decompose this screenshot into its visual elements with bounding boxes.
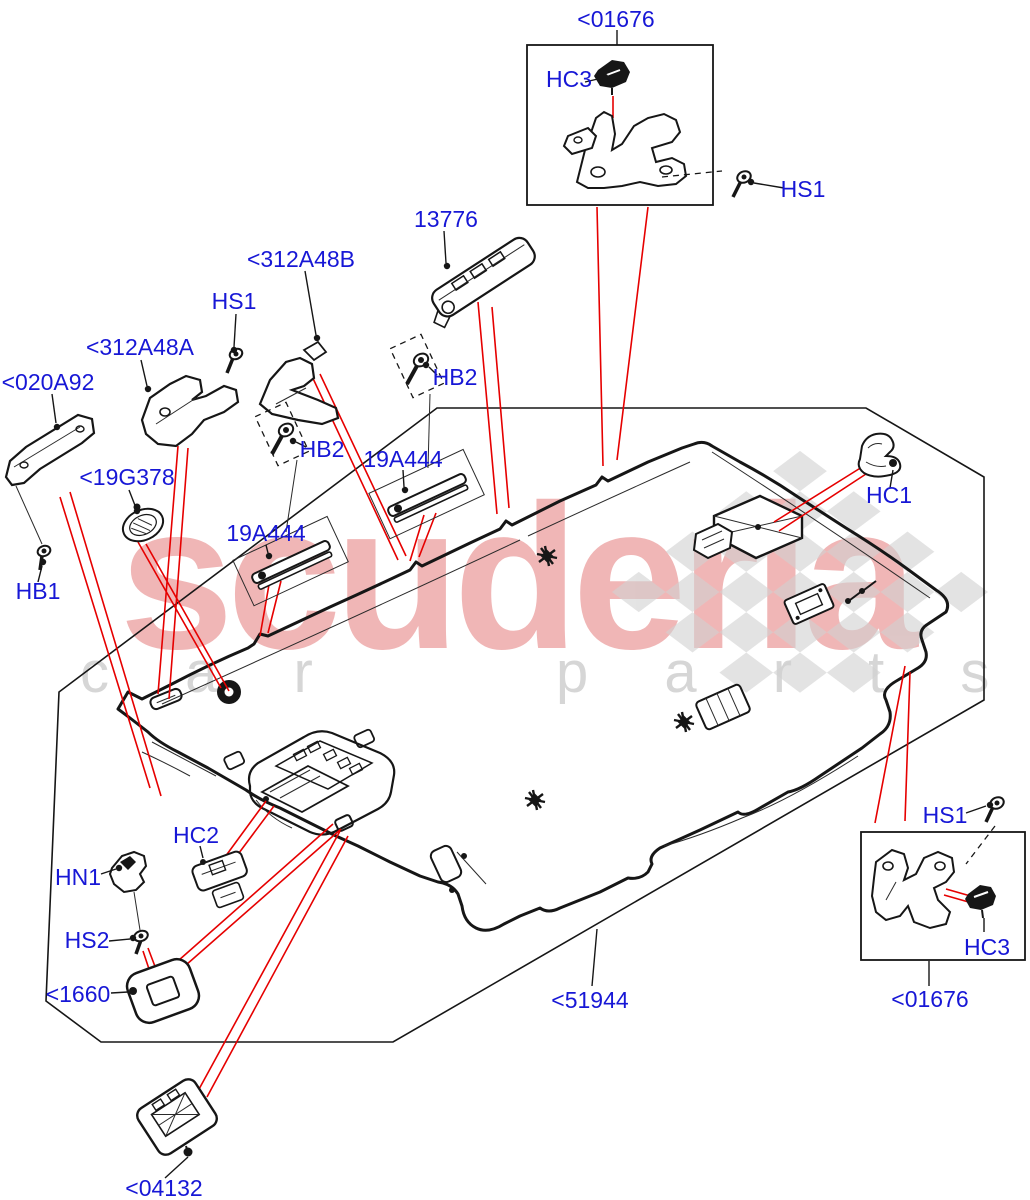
label-04132[interactable]: <04132 (125, 1175, 202, 1200)
label-1660[interactable]: <1660 (46, 981, 111, 1007)
clip-hc1 (857, 432, 902, 478)
part-13776 (431, 236, 536, 329)
part-19a444-left (232, 515, 349, 607)
sunroof-plate (692, 494, 804, 560)
label-01676-top[interactable]: <01676 (577, 6, 654, 32)
part-312a48a (140, 374, 240, 448)
bolt-hb1 (36, 544, 52, 571)
label-312a48b[interactable]: <312A48B (247, 246, 355, 272)
label-312a48a[interactable]: <312A48A (86, 334, 195, 360)
label-01676-bottom[interactable]: <01676 (891, 986, 968, 1012)
bolt-hs1-bottom-right (984, 796, 1005, 823)
headliner-panel (116, 440, 950, 932)
bolt-hs2 (133, 929, 149, 955)
part-1660-grommet (125, 957, 201, 1025)
clip-hc3-bottom (965, 885, 996, 919)
label-hs1-bottom[interactable]: HS1 (923, 802, 968, 828)
panel-cutout (149, 687, 467, 893)
bolt-hs1-top-right (731, 170, 752, 198)
label-hs1-upper-left[interactable]: HS1 (212, 288, 257, 314)
red-leader-lines (59, 96, 975, 1098)
bolt-hb2-left (254, 401, 310, 533)
overhead-console (247, 730, 396, 836)
part-labels: <01676 HC3 HS1 13776 <312A48B HS1 <312A4… (2, 6, 1010, 1200)
part-020a92 (4, 413, 96, 545)
clip-hn1 (108, 850, 148, 931)
label-hc1[interactable]: HC1 (866, 482, 912, 508)
wiring-module (695, 683, 751, 731)
label-hc3-bottom[interactable]: HC3 (964, 934, 1010, 960)
label-19a444-left[interactable]: 19A444 (226, 520, 306, 546)
label-13776[interactable]: 13776 (414, 206, 478, 232)
label-hc3-top[interactable]: HC3 (546, 66, 592, 92)
part-312a48b (258, 340, 340, 426)
bracket-01676-bottom (870, 848, 956, 930)
bracket-01676-top (562, 110, 688, 189)
part-04132-sensor (136, 1078, 218, 1157)
label-19a444-right[interactable]: 19A444 (363, 446, 443, 472)
label-hc2[interactable]: HC2 (173, 822, 219, 848)
small-screws (845, 580, 877, 604)
assembly-boundary-frame (45, 407, 985, 1043)
label-hb1[interactable]: HB1 (16, 578, 61, 604)
label-19g378[interactable]: <19G378 (79, 464, 174, 490)
installed-grommet (217, 680, 241, 704)
hs1-bottom-dashed-line (965, 825, 996, 865)
clip-hc2 (191, 850, 248, 909)
star-clip (524, 545, 695, 811)
label-hb2-left[interactable]: HB2 (300, 436, 345, 462)
label-hn1[interactable]: HN1 (55, 864, 101, 890)
label-hs2[interactable]: HS2 (65, 927, 110, 953)
label-hb2-right[interactable]: HB2 (433, 364, 478, 390)
part-19a444-right (368, 448, 485, 540)
small-bracket (783, 583, 835, 625)
label-51944[interactable]: <51944 (551, 987, 629, 1013)
label-hs1-top[interactable]: HS1 (781, 176, 826, 202)
black-leader-lines (37, 30, 994, 1179)
label-020a92[interactable]: <020A92 (2, 369, 95, 395)
